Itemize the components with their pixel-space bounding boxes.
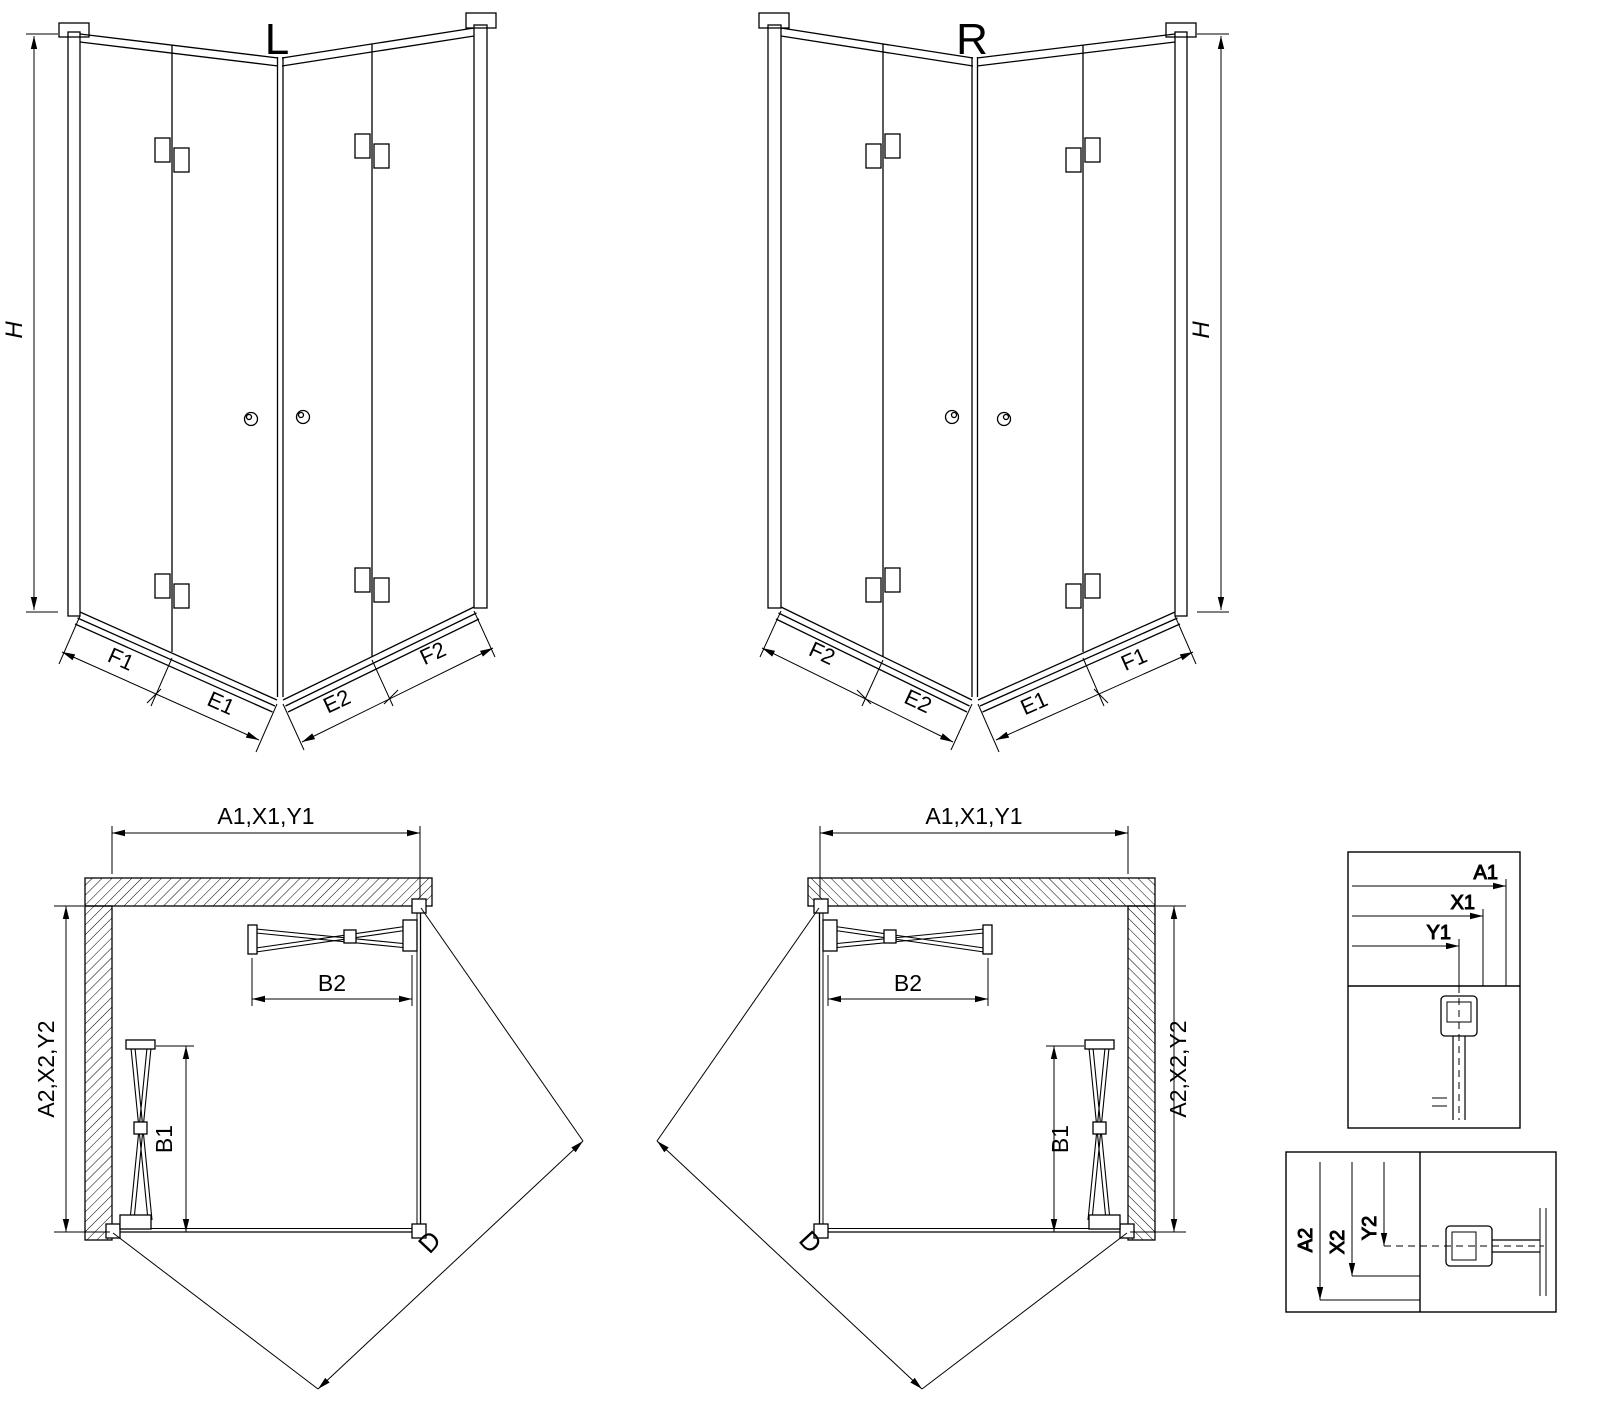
- plan-right-geometry: [657, 826, 1186, 1389]
- dim-label-f2-left: F2: [416, 636, 450, 670]
- plan-right-depth-label: A2,X2,Y2: [1165, 1020, 1191, 1117]
- dim-label-f1-right: F1: [1117, 643, 1151, 676]
- detail-bottom-x2-label: X2: [1327, 1230, 1349, 1254]
- dim-label-e1-right: E1: [1017, 686, 1052, 720]
- perspective-right-geometry: [759, 13, 1229, 752]
- perspective-right-title: R: [956, 15, 988, 64]
- height-dim-label-right: H: [1188, 321, 1215, 339]
- dim-label-e2-left: E2: [319, 684, 354, 718]
- plan-left: A1,X1,Y1 A2,X2,Y2 B2 B1 D: [33, 803, 583, 1389]
- plan-right-width-label: A1,X1,Y1: [925, 803, 1022, 829]
- detail-view-bottom: A2 X2 Y2: [1285, 1151, 1557, 1313]
- detail-top-x1-label: X1: [1451, 892, 1475, 914]
- detail-bottom-y2-label: Y2: [1359, 1216, 1381, 1240]
- height-dim-label-left: H: [1, 321, 28, 339]
- detail-bottom-a2-label: A2: [1295, 1228, 1317, 1252]
- plan-left-b2-label: B2: [318, 970, 346, 996]
- plan-left-b1-label: B1: [151, 1125, 177, 1153]
- plan-left-depth-label: A2,X2,Y2: [33, 1020, 59, 1117]
- dim-label-f1-left: F1: [104, 643, 138, 676]
- plan-left-geometry: [54, 826, 583, 1389]
- perspective-left: L H F1 E1 E2 F2: [1, 13, 496, 752]
- plan-right-b1-label: B1: [1047, 1125, 1073, 1153]
- plan-left-width-label: A1,X1,Y1: [217, 803, 314, 829]
- dim-label-f2-right: F2: [805, 636, 839, 670]
- plan-right-b2-label: B2: [894, 970, 922, 996]
- plan-right: A1,X1,Y1 A2,X2,Y2 B2 B1 D: [657, 803, 1191, 1389]
- perspective-left-title: L: [265, 15, 289, 64]
- dim-label-e2-right: E2: [901, 684, 936, 718]
- dim-label-e1-left: E1: [204, 686, 239, 720]
- detail-top-y1-label: Y1: [1427, 922, 1451, 944]
- detail-top-a1-label: A1: [1474, 862, 1498, 884]
- perspective-right: R H F2 E2 E1 F1: [759, 13, 1229, 752]
- perspective-left-geometry: [26, 13, 496, 752]
- detail-view-top: A1 X1 Y1: [1347, 851, 1521, 1129]
